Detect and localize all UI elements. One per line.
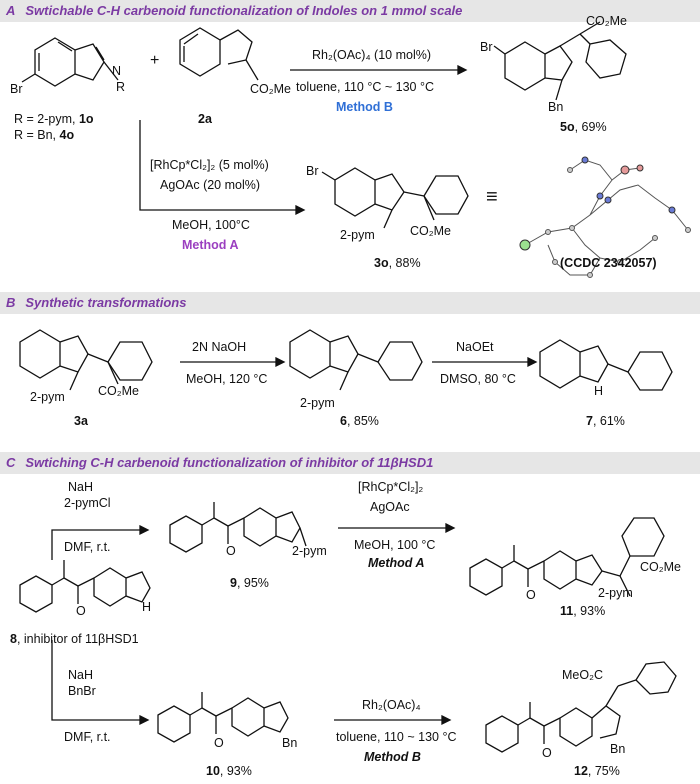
atom-o-12: O xyxy=(542,746,552,760)
compound-11-label: 11, 93% xyxy=(560,604,606,618)
method-a-catalyst: [RhCp*Cl₂]₂ (5 mol%) xyxy=(150,158,269,172)
atom-co2me-11: CO₂Me xyxy=(640,560,681,574)
compound-12-label: 12, 75% xyxy=(574,764,620,778)
atom-pym-9: 2-pym xyxy=(292,544,327,558)
b-step2-reagent: NaOEt xyxy=(456,340,494,354)
crystal-structure-image xyxy=(519,156,691,278)
c-up-reagent-2: 2-pymCl xyxy=(64,496,111,510)
r-definition-2: R = Bn, 4o xyxy=(14,128,75,142)
c-method-a-label: Method A xyxy=(368,556,425,570)
c-methodB-conditions: toluene, 110 ~ 130 °C xyxy=(336,730,457,744)
section-c-header: C Swtiching C-H carbenoid functionalizati… xyxy=(0,452,700,474)
atom-r-1o: R xyxy=(116,80,126,94)
atom-n-1o: N xyxy=(112,64,122,78)
method-a-solvent: MeOH, 100°C xyxy=(172,218,250,232)
atom-br-1o: Br xyxy=(10,82,23,96)
c-up-reagent-1: NaH xyxy=(68,480,94,494)
b-step2-conditions: DMSO, 80 °C xyxy=(440,372,516,386)
atom-bn-12: Bn xyxy=(610,742,626,756)
atom-o-9: O xyxy=(226,544,236,558)
product-5o-label: 5o, 69% xyxy=(560,120,607,134)
atom-br-3o: Br xyxy=(306,164,319,178)
section-c-title: Swtiching C-H carbenoid functionalizatio… xyxy=(25,455,434,470)
c-down-reagent-2: BnBr xyxy=(68,684,96,698)
compound-6-structure xyxy=(289,329,423,391)
c-methodB-catalyst: Rh₂(OAc)₄ xyxy=(362,698,421,712)
atom-pym-6: 2-pym xyxy=(300,396,335,410)
c-method-b-label: Method B xyxy=(364,750,421,764)
compound-12-structure xyxy=(485,661,677,753)
section-b-letter: B xyxy=(6,295,16,310)
c-methodA-catalyst: [RhCp*Cl₂]₂ xyxy=(358,480,424,494)
atom-o-8: O xyxy=(76,604,86,618)
compound-9-structure xyxy=(169,502,307,553)
method-b-label: Method B xyxy=(336,100,393,114)
atom-pym-3a: 2-pym xyxy=(30,390,65,404)
c-methodA-conditions: MeOH, 100 °C xyxy=(354,538,436,552)
ccdc-label: (CCDC 2342057) xyxy=(560,256,657,270)
method-b-solvent: toluene, 110 °C ~ 130 °C xyxy=(296,80,434,94)
compound-8-label: 8, inhibitor of 11βHSD1 xyxy=(10,632,139,646)
triazolopyridine-2a-structure xyxy=(179,27,259,81)
section-c-letter: C xyxy=(6,455,16,470)
section-a-title: Swtichable C-H carbenoid functionalizati… xyxy=(25,3,463,18)
compound-11-structure xyxy=(469,517,665,597)
method-a-additive: AgOAc (20 mol%) xyxy=(160,178,261,192)
compound-6-label: 6, 85% xyxy=(340,414,379,428)
atom-co2me-3a: CO₂Me xyxy=(98,384,139,398)
compound-3a-structure xyxy=(19,329,153,391)
equivalence-symbol: ≡ xyxy=(486,186,498,208)
compound-2a-label: 2a xyxy=(198,112,212,126)
atom-co2me-3o: CO₂Me xyxy=(410,224,451,238)
compound-10-label: 10, 93% xyxy=(206,764,252,778)
compound-1o-label: 1o xyxy=(78,112,94,126)
r-definition-1: R = 2-pym, 1o xyxy=(14,112,94,126)
compound-3a-label: 3a xyxy=(74,414,88,428)
atom-br-5o: Br xyxy=(480,40,493,54)
atom-pym-11: 2-pym xyxy=(598,586,633,600)
indole-1o-structure xyxy=(21,37,119,87)
compound-9-label: 9, 95% xyxy=(230,576,269,590)
compound-8-structure xyxy=(19,560,151,613)
c-down-conditions: DMF, r.t. xyxy=(64,730,111,744)
b-step1-conditions: MeOH, 120 °C xyxy=(186,372,268,386)
compound-10-structure xyxy=(157,692,289,743)
product-3o-label: 3o, 88% xyxy=(374,256,421,270)
atom-nh-8: H xyxy=(142,600,152,614)
atom-bn-10: Bn xyxy=(282,736,298,750)
atom-o-11: O xyxy=(526,588,536,602)
atom-meo2c-12: MeO₂C xyxy=(562,668,603,682)
b-step1-reagent: 2N NaOH xyxy=(192,340,247,354)
c-up-conditions: DMF, r.t. xyxy=(64,540,111,554)
compound-7-label: 7, 61% xyxy=(586,414,625,428)
product-3o-structure xyxy=(321,167,469,229)
c-methodA-additive: AgOAc xyxy=(370,500,410,514)
arrow-c-down xyxy=(51,640,140,721)
arrow-c-up xyxy=(51,529,140,560)
plus-sign: + xyxy=(150,52,160,69)
product-5o-structure xyxy=(493,21,627,101)
method-b-catalyst: Rh₂(OAc)₄ (10 mol%) xyxy=(312,48,432,62)
atom-o-10: O xyxy=(214,736,224,750)
section-b-title: Synthetic transformations xyxy=(25,295,187,310)
compound-4o-label: 4o xyxy=(59,128,75,142)
atom-nh-7: H xyxy=(594,384,604,398)
method-a-label: Method A xyxy=(182,238,239,252)
atom-bn-5o: Bn xyxy=(548,100,564,114)
section-b-header: B Synthetic transformations xyxy=(0,292,700,314)
compound-7-structure xyxy=(539,339,673,391)
c-down-reagent-1: NaH xyxy=(68,668,94,682)
atom-co2me-5o: CO₂Me xyxy=(586,14,627,28)
atom-pym-3o: 2-pym xyxy=(340,228,375,242)
section-a-letter: A xyxy=(6,3,16,18)
arrow-method-a xyxy=(139,120,296,211)
section-a-header: A Swtichable C-H carbenoid functionalizat… xyxy=(0,0,700,22)
atom-co2me-2a: CO₂Me xyxy=(250,82,291,96)
